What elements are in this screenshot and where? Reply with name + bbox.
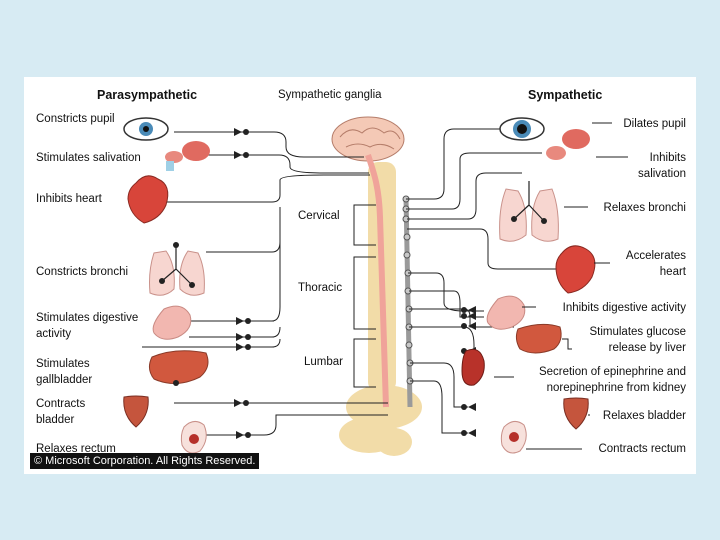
right-lungs-icon (500, 181, 559, 241)
sympathetic-nerves (406, 129, 564, 433)
parasympathetic-nerves (142, 132, 388, 435)
label-inhibits: Inhibits (650, 151, 686, 165)
label-heart: heart (660, 265, 686, 279)
label-salivation: salivation (638, 167, 686, 181)
label-constricts-pupil: Constricts pupil (36, 112, 115, 126)
left-bladder-icon (124, 396, 149, 427)
label-inhibits-heart: Inhibits heart (36, 192, 102, 206)
label-stimulates-salivation: Stimulates salivation (36, 151, 141, 165)
left-lungs-icon (150, 242, 205, 295)
label-accelerates: Accelerates (626, 249, 686, 263)
diagram-panel: Parasympathetic Sympathetic ganglia Symp… (24, 77, 696, 474)
label-relaxes-bladder: Relaxes bladder (603, 409, 686, 423)
region-cervical: Cervical (298, 209, 340, 223)
sympathetic-header: Sympathetic (528, 88, 602, 102)
label-bladder: bladder (36, 413, 74, 427)
region-lumbar: Lumbar (304, 355, 343, 369)
left-eye-icon (124, 118, 168, 140)
parasympathetic-ganglion-markers (234, 128, 251, 439)
left-rectum-icon (181, 421, 206, 453)
label-stimulates: Stimulates (36, 357, 90, 371)
right-heart-icon (556, 246, 595, 293)
label-secretion-epinephrine: Secretion of epinephrine and (539, 365, 686, 379)
label-norepinephrine-kidney: norepinephrine from kidney (547, 381, 686, 395)
label-stimulates-glucose: Stimulates glucose (589, 325, 686, 339)
right-salivary-gland-icon (546, 129, 590, 160)
brain-icon (332, 117, 404, 161)
right-rectum-icon (501, 421, 526, 453)
left-heart-icon (128, 176, 168, 223)
label-release-by-liver: release by liver (609, 341, 686, 355)
region-thoracic: Thoracic (298, 281, 342, 295)
copyright-notice: © Microsoft Corporation. All Rights Rese… (30, 453, 259, 469)
label-relaxes-bronchi: Relaxes bronchi (604, 201, 686, 215)
right-eye-icon (500, 118, 544, 140)
label-constricts-bronchi: Constricts bronchi (36, 265, 128, 279)
left-liver-icon (149, 351, 208, 386)
label-dilates-pupil: Dilates pupil (623, 117, 686, 131)
label-contracts: Contracts (36, 397, 85, 411)
left-salivary-gland-icon (165, 141, 210, 171)
right-stomach-icon (487, 296, 525, 329)
right-liver-icon (516, 324, 561, 353)
label-gallbladder: gallbladder (36, 373, 92, 387)
left-stomach-icon (153, 306, 191, 339)
label-inhibits-digestive-activity: Inhibits digestive activity (563, 301, 686, 315)
label-stimulates-digestive: Stimulates digestive (36, 311, 138, 325)
parasympathetic-header: Parasympathetic (97, 88, 197, 102)
label-activity: activity (36, 327, 71, 341)
ganglia-header: Sympathetic ganglia (278, 88, 382, 102)
right-bladder-icon (564, 398, 589, 429)
label-contracts-rectum: Contracts rectum (598, 442, 686, 456)
right-kidney-icon (462, 349, 484, 385)
